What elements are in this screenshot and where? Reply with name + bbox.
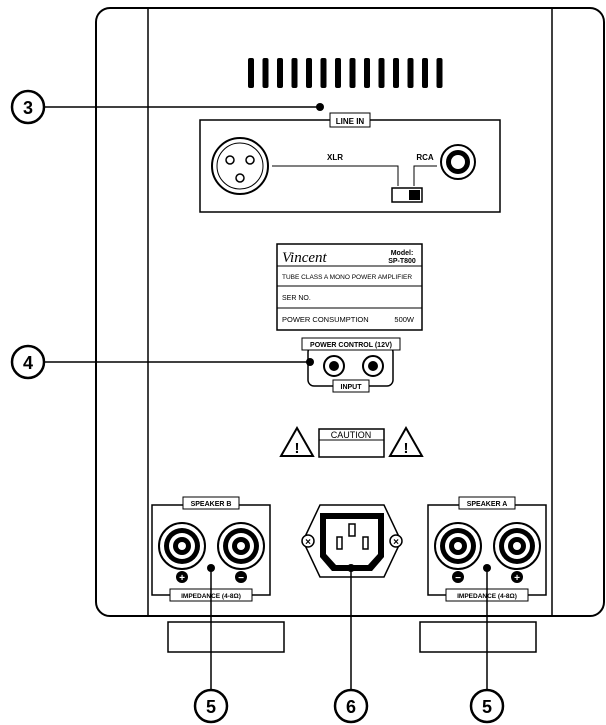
nameplate bbox=[276, 243, 423, 331]
speaker-a-minus-marker bbox=[452, 571, 464, 583]
mains-screw-right bbox=[389, 534, 403, 548]
vent-slot bbox=[320, 58, 327, 88]
mains-screw-left-mark: × bbox=[305, 537, 311, 548]
model-label: Model: bbox=[391, 250, 414, 257]
iec-socket-face bbox=[326, 519, 378, 565]
callout-5-right-circle bbox=[469, 688, 505, 724]
xlr-connector[interactable] bbox=[211, 137, 269, 195]
speaker-b-terminal-negative[interactable] bbox=[217, 522, 265, 570]
speaker-b-title: SPEAKER B bbox=[191, 501, 232, 508]
vent-slot bbox=[393, 58, 399, 88]
caution-label-box bbox=[318, 428, 385, 458]
power-control-title: POWER CONTROL (12V) bbox=[310, 342, 392, 349]
callout-6-number: 6 bbox=[346, 697, 356, 717]
caution-label: CAUTION bbox=[331, 430, 372, 440]
callout-5-right-dot bbox=[483, 564, 491, 572]
xlr-label: XLR bbox=[327, 153, 343, 162]
iec-pin-left bbox=[336, 536, 343, 550]
callout-4-circle bbox=[10, 344, 46, 380]
speaker-a-minus-sign: − bbox=[455, 573, 461, 584]
power-consumption-value: 500W bbox=[394, 315, 415, 324]
xlr-pin-3 bbox=[235, 173, 245, 183]
xlr-connector-inner-ring bbox=[216, 142, 264, 190]
callout-6-dot bbox=[347, 564, 355, 572]
brand-logo: Vincent bbox=[282, 250, 328, 266]
vent-slot bbox=[378, 58, 385, 88]
right-foot bbox=[419, 621, 537, 653]
xlr-pin-1 bbox=[225, 155, 235, 165]
warning-right-symbol: ! bbox=[404, 440, 409, 457]
speaker-b-plus-sign: + bbox=[179, 573, 185, 584]
callout-4-dot bbox=[306, 358, 314, 366]
callout-5-right-number: 5 bbox=[482, 697, 492, 717]
xlr-pin-2 bbox=[245, 155, 255, 165]
speaker-a-plus-marker bbox=[511, 571, 523, 583]
vent-slot bbox=[407, 58, 414, 88]
vent-slot bbox=[306, 58, 312, 88]
warning-triangle-right-icon bbox=[388, 425, 424, 457]
rca-label: RCA bbox=[416, 153, 434, 162]
vent-slot bbox=[262, 58, 269, 88]
trigger-jack-1-center bbox=[329, 361, 339, 371]
power-consumption-label: POWER CONSUMPTION bbox=[282, 315, 369, 324]
vent-slot bbox=[364, 58, 370, 88]
iec-pin-right bbox=[362, 536, 369, 550]
callout-4-number: 4 bbox=[23, 353, 33, 373]
speaker-a-terminal-negative[interactable] bbox=[434, 522, 482, 570]
callout-3-circle bbox=[10, 89, 46, 125]
speaker-a-title: SPEAKER A bbox=[467, 501, 508, 508]
callout-3-number: 3 bbox=[23, 98, 33, 118]
speaker-b-minus-sign: − bbox=[238, 573, 244, 584]
vent-slot bbox=[335, 58, 341, 88]
vent-slot bbox=[349, 58, 356, 88]
vent-slot bbox=[291, 58, 298, 88]
left-foot bbox=[167, 621, 285, 653]
trigger-jack-2-center bbox=[368, 361, 378, 371]
iec-pin-earth bbox=[348, 523, 356, 537]
speaker-b-title-box bbox=[182, 496, 240, 510]
vent-slot bbox=[436, 58, 443, 88]
callout-5-left-circle bbox=[193, 688, 229, 724]
rca-selector-line bbox=[413, 165, 437, 186]
callout-3-dot bbox=[316, 103, 324, 111]
callout-6-circle bbox=[333, 688, 369, 724]
callout-5-left-number: 5 bbox=[206, 697, 216, 717]
mains-screw-right-mark: × bbox=[393, 537, 399, 548]
ventilation-slots bbox=[248, 58, 443, 88]
vent-slot bbox=[277, 58, 283, 88]
serial-number-label: SER NO. bbox=[282, 295, 311, 302]
speaker-a-plus-sign: + bbox=[514, 573, 520, 584]
input-selector-knob bbox=[409, 190, 420, 200]
line-in-title: LINE IN bbox=[336, 117, 365, 126]
line-in-title-box bbox=[329, 112, 371, 128]
warning-triangle-left-icon bbox=[279, 425, 315, 457]
vent-slot bbox=[248, 58, 254, 88]
speaker-b-plus-marker bbox=[176, 571, 188, 583]
speaker-b-minus-marker bbox=[235, 571, 247, 583]
callout-5-left-dot bbox=[207, 564, 215, 572]
input-label-box bbox=[332, 379, 370, 393]
warning-left-symbol: ! bbox=[295, 440, 300, 457]
input-label: INPUT bbox=[341, 384, 363, 391]
mains-screw-left bbox=[301, 534, 315, 548]
speaker-a-terminal-positive[interactable] bbox=[493, 522, 541, 570]
speaker-b-terminal-positive[interactable] bbox=[158, 522, 206, 570]
vent-slot bbox=[422, 58, 428, 88]
speaker-a-title-box bbox=[458, 496, 516, 510]
rca-jack-center bbox=[451, 155, 465, 169]
model-number: SP-T800 bbox=[388, 258, 416, 265]
power-control-title-box bbox=[301, 337, 401, 351]
xlr-selector-line bbox=[272, 165, 399, 186]
product-description: TUBE CLASS A MONO POWER AMPLIFIER bbox=[282, 274, 412, 281]
